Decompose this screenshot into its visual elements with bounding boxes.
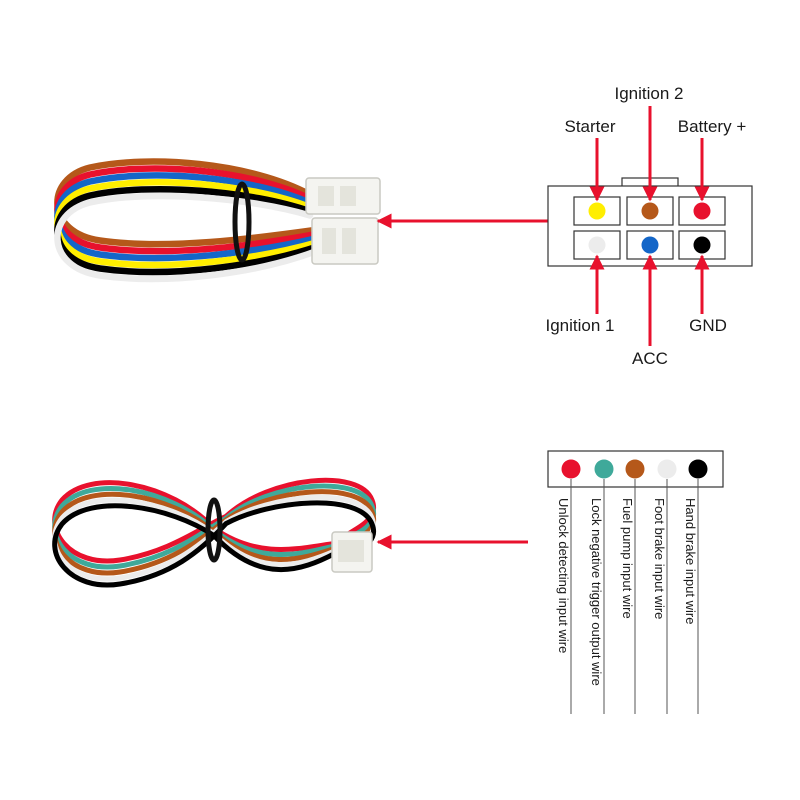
- pin-dot-ignition-1: [588, 236, 606, 254]
- pin-dot-battery: [693, 202, 711, 220]
- pin-dot-fuel-pump-input-wire: [625, 459, 645, 479]
- top-harness-image: [54, 158, 381, 283]
- pin-dot-foot-brake-input-wire: [657, 459, 677, 479]
- wire-label-hand-brake-input-wire: Hand brake input wire: [683, 498, 698, 624]
- top-plug-icon: [305, 177, 381, 265]
- bottom-harness-image: [52, 477, 377, 588]
- pin-dot-acc: [641, 236, 659, 254]
- wire-label-fuel-pump-input-wire: Fuel pump input wire: [620, 498, 635, 619]
- pin-dot-gnd: [693, 236, 711, 254]
- pin-label-starter: Starter: [564, 117, 615, 136]
- pin-label-ignition-2: Ignition 2: [615, 84, 684, 103]
- wire-white: [54, 192, 322, 283]
- wire-label-unlock-detecting-input-wire: Unlock detecting input wire: [556, 498, 571, 653]
- pin-label-ignition-1: Ignition 1: [546, 316, 615, 335]
- pin-dot-ignition-2: [641, 202, 659, 220]
- wire-label-foot-brake-input-wire: Foot brake input wire: [652, 498, 667, 619]
- cable-tie: [205, 497, 223, 563]
- five-wire-harness-icon: [52, 477, 377, 588]
- six-wire-harness-icon: [54, 158, 322, 283]
- wire-label-lock-negative-trigger-output-wire: Lock negative trigger output wire: [589, 498, 604, 686]
- pin-dot-starter: [588, 202, 606, 220]
- cable-tie: [232, 181, 252, 263]
- pin-label-acc: ACC: [632, 349, 668, 368]
- wire-black: [52, 500, 377, 588]
- pin-dot-unlock-detecting-input-wire: [561, 459, 581, 479]
- bottom-connector-diagram: Unlock detecting input wire Lock negative…: [547, 450, 724, 714]
- pin-dot-lock-negative-trigger-output-wire: [594, 459, 614, 479]
- pin-dot-hand-brake-input-wire: [688, 459, 708, 479]
- pin-label-battery: Battery +: [678, 117, 747, 136]
- pin-label-gnd: GND: [689, 316, 727, 335]
- bottom-plug-icon: [331, 531, 373, 573]
